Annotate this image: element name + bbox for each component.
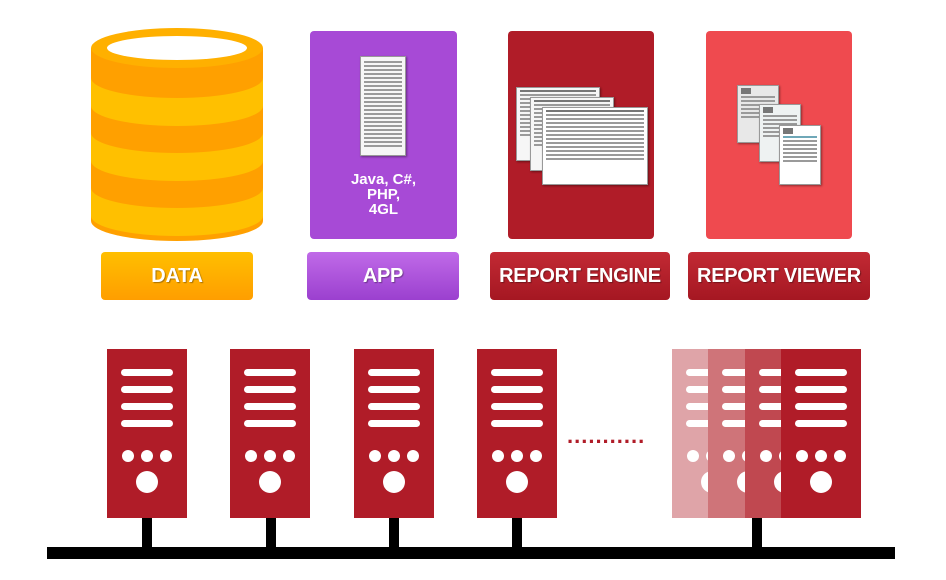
app-card: Java, C#, PHP, 4GL xyxy=(310,31,457,239)
server-connector xyxy=(512,518,522,548)
app-language-line-2: PHP, xyxy=(366,186,401,203)
app-language-line-1: Java, C#, xyxy=(350,171,417,188)
server-icon xyxy=(354,349,434,518)
more-servers-ellipsis: ........... xyxy=(567,423,646,448)
server-icon xyxy=(477,349,557,518)
report-viewer-label: REPORT VIEWER xyxy=(688,252,870,300)
server-connector xyxy=(142,518,152,548)
report-engine-card xyxy=(508,31,654,239)
server-connector xyxy=(266,518,276,548)
server-icon xyxy=(230,349,310,518)
data-label: DATA xyxy=(101,252,253,300)
network-bus xyxy=(47,547,895,559)
code-listing-thumbnail xyxy=(360,56,406,156)
app-label: APP xyxy=(307,252,459,300)
app-language-line-3: 4GL xyxy=(368,201,399,218)
report-page-thumbnail xyxy=(542,107,648,185)
report-engine-label: REPORT ENGINE xyxy=(490,252,670,300)
server-icon xyxy=(107,349,187,518)
server-icon xyxy=(781,349,861,518)
viewer-page-thumbnail xyxy=(779,125,821,185)
server-connector xyxy=(752,518,762,548)
report-viewer-card xyxy=(706,31,852,239)
server-connector xyxy=(389,518,399,548)
app-languages: Java, C#, PHP, 4GL xyxy=(310,172,457,217)
database-icon xyxy=(91,28,263,241)
